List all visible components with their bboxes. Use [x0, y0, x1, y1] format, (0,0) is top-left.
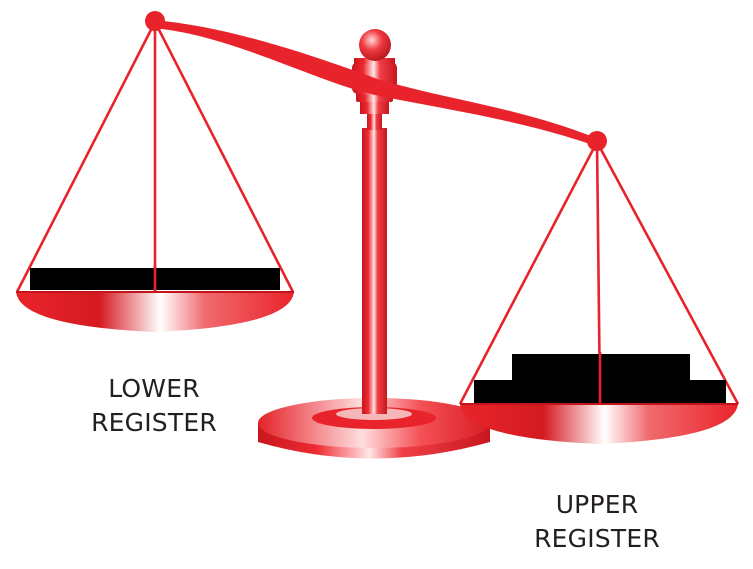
- lower-register-label: LOWER REGISTER: [62, 372, 246, 440]
- upper-label-line1: UPPER: [505, 488, 689, 522]
- right-pan: [460, 142, 738, 444]
- lower-label-line2: REGISTER: [62, 406, 246, 440]
- upper-label-line2: REGISTER: [505, 522, 689, 556]
- lower-label-line1: LOWER: [62, 372, 246, 406]
- left-pan: [16, 22, 294, 332]
- column-finial: [359, 29, 391, 61]
- upper-register-label: UPPER REGISTER: [505, 488, 689, 556]
